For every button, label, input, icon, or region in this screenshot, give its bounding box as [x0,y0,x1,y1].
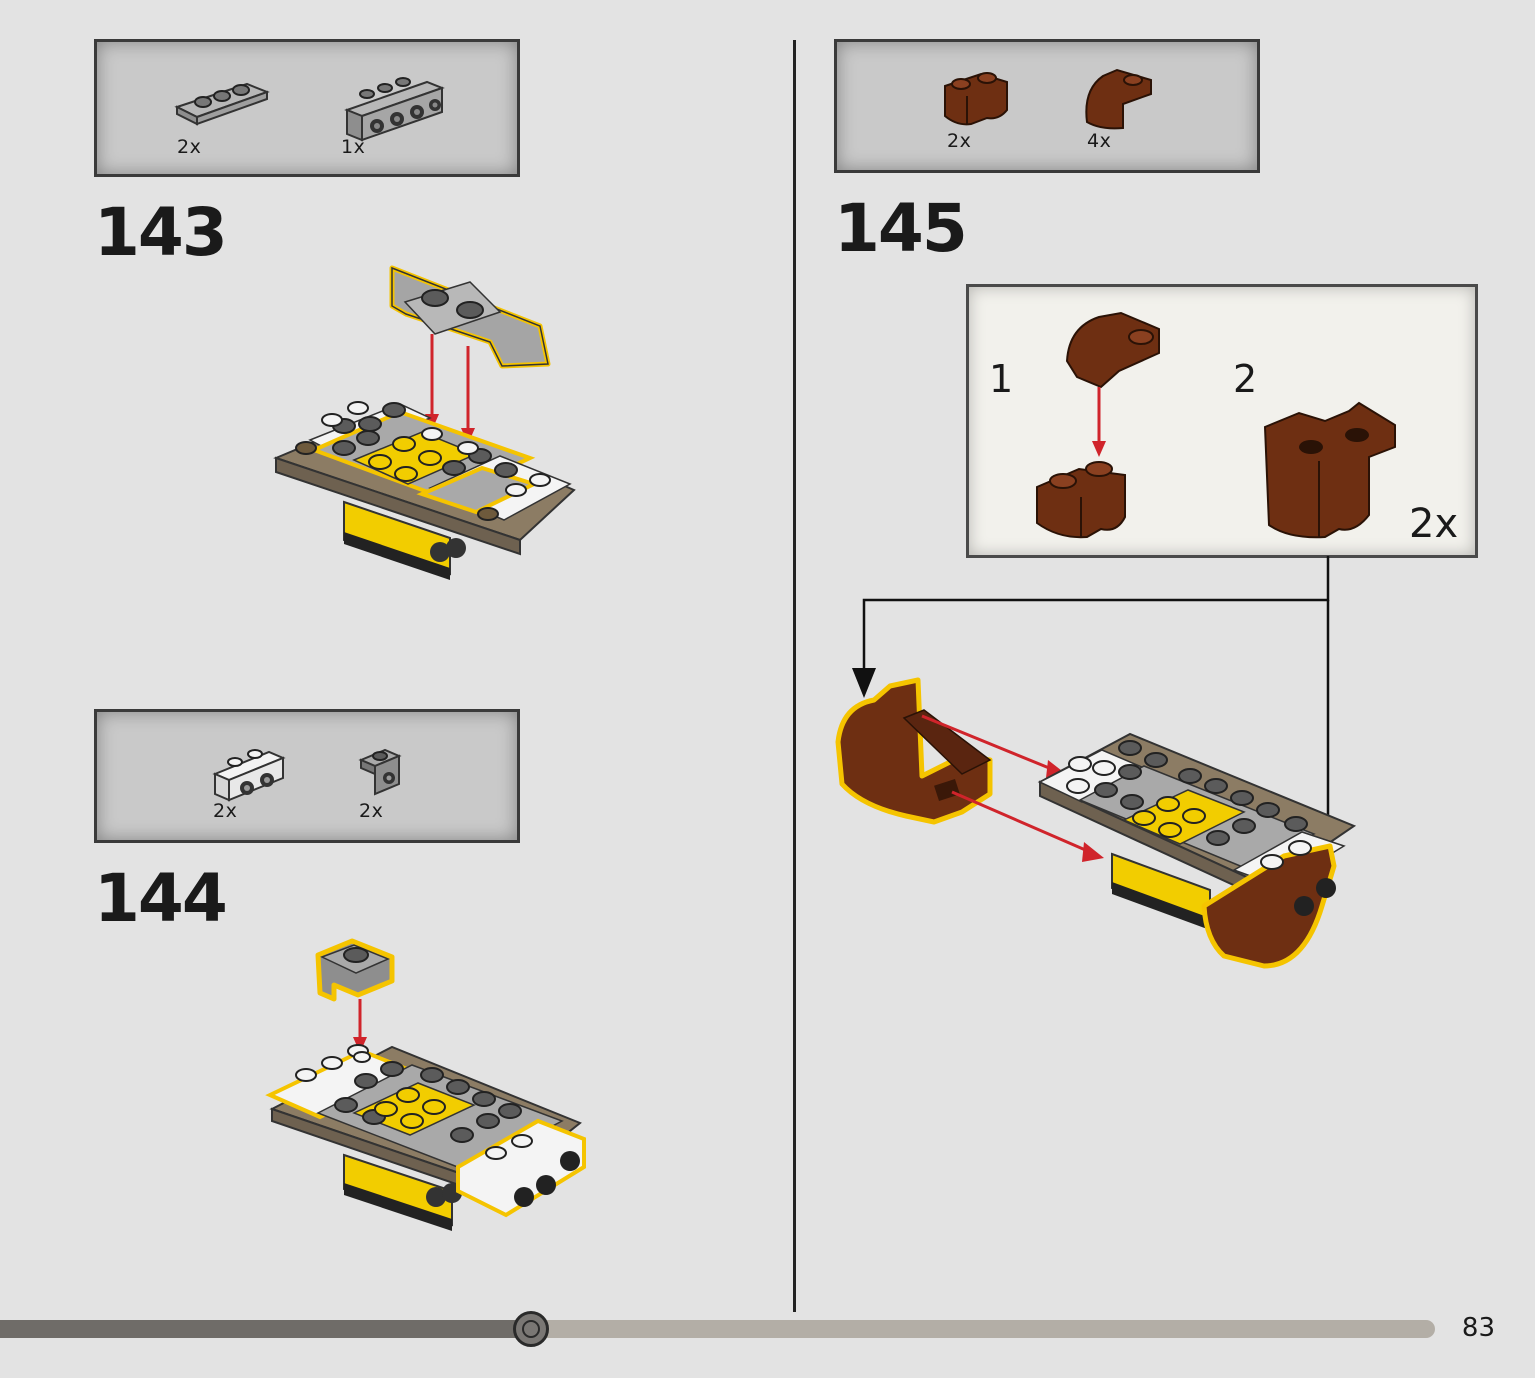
assembly-illustration-step-145 [835,677,1357,969]
substep-number-2: 2 [1233,357,1258,401]
part-qty: 2x [213,800,238,822]
page-number: 83 [1461,1313,1495,1343]
page-progress-fill [0,1320,531,1338]
substep-2-illustration [1263,401,1396,539]
part-qty: 2x [359,800,384,822]
substep-number-1: 1 [989,357,1014,401]
part-brown-round-brick-icon [944,72,1008,126]
part-gray-bracket-1x1-icon [358,748,402,796]
assembly-illustration-step-144 [265,938,586,1231]
part-qty: 1x [341,136,366,158]
page-progress-knob [513,1311,549,1347]
assembly-illustration-step-143 [273,265,576,580]
part-brown-curved-slope-icon [1085,68,1152,130]
subassembly-multiplier: 2x [1409,501,1459,547]
subassembly-callout: 1 2 2x [966,284,1478,558]
substep-1-illustration [1036,311,1160,539]
parts-list-step-143: 2x 1x [94,39,520,177]
page-progress-bar [0,1311,1435,1347]
callout-connector-arrows [852,556,1330,816]
step-number-145: 145 [834,190,968,267]
step-number-143: 143 [94,194,228,271]
parts-list-step-145: 2x 4x [834,39,1260,173]
part-gray-bracket-icon [344,77,445,142]
parts-list-step-144: 2x 2x [94,709,520,843]
page-divider [793,40,796,1312]
part-qty: 2x [177,136,202,158]
part-qty: 2x [947,130,972,152]
part-gray-plate-1x3-icon [174,82,270,126]
part-qty: 4x [1087,130,1112,152]
step-number-144: 144 [94,860,228,937]
part-white-bracket-icon [212,749,286,802]
